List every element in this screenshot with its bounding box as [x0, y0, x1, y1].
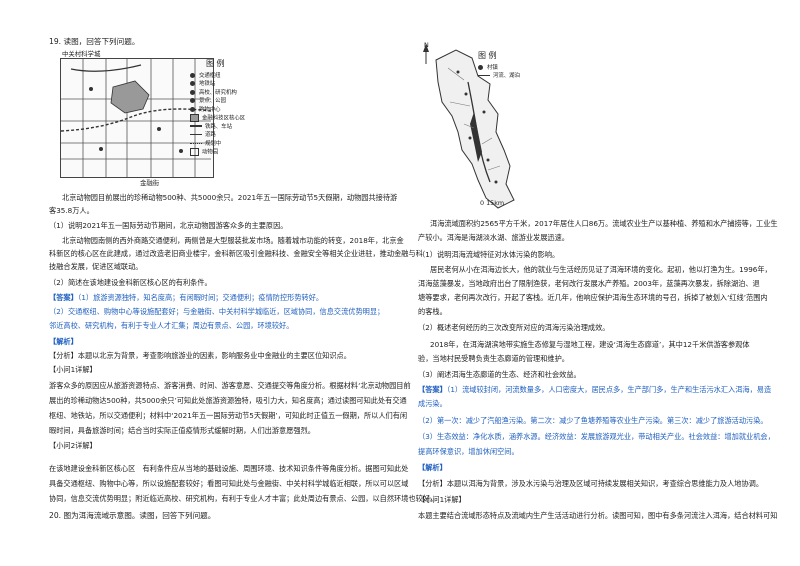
- legend-item: 铁路、车站: [190, 123, 262, 131]
- metro-icon: [190, 81, 195, 87]
- map1-legend: 图 例 交通枢纽 地铁站 高校、研究机构 景点、公园 购物中心 金融科技区核心区…: [190, 58, 262, 157]
- legend-item: 村镇: [478, 64, 538, 72]
- left-detail1-line4: 暇时间，具备旅游时间；结合当时实际正值疫情形式缓解时期，人们出游意愿强烈。: [49, 426, 315, 435]
- legend-item: 规划中: [190, 140, 262, 148]
- core-area-icon: [190, 114, 199, 123]
- question-19-header: 19. 读图，回答下列问题。: [49, 37, 140, 46]
- left-question-1: （1）说明2021年五一国际劳动节期间，北京动物园游客众多的主要原因。: [49, 221, 288, 230]
- right-answer-line2: 成污染。: [418, 399, 447, 408]
- right-para3-line2: 验，当地村民受聘负责生态廊道的管理和维护。: [418, 354, 569, 363]
- right-para2-line3: 塘等要求，老何再次改行，开起了客栈。近几年，他响应保护洱海生态环境的号召，拆掉了…: [418, 293, 768, 302]
- legend-item: 景点、公园: [190, 97, 262, 105]
- right-answer-line1: 【答案】（1）流域较封闭，河流数量多，人口密度大，居民点多，生产部门多，生产和生…: [418, 385, 772, 394]
- right-para2-line2: 洱海蓝藻暴发，当地政府出台了限制渔获，老何改行发展水产养殖。2003年，蓝藻再次…: [418, 279, 760, 288]
- hub-icon: [190, 73, 195, 78]
- park-icon: [190, 98, 195, 104]
- right-question-3: （3）阐述洱海生态廊道的生态、经济和社会效益。: [418, 370, 581, 379]
- legend-item: 河流、湖泊: [478, 72, 538, 80]
- mall-icon: [190, 106, 195, 112]
- left-detail1-line3: 枢纽、地铁站，所以交通便利；材料中‘2021年五一国际劳动节5天假期’，可知此时…: [49, 411, 408, 420]
- map2-legend: 图 例 村镇 河流、湖泊: [478, 50, 538, 81]
- legend-item: 交通枢纽: [190, 72, 262, 80]
- right-answer-line3: （2）第一次：减少了汽船渔污染。第二次：减少了鱼塘养殖等农业生产污染。第三次：减…: [418, 416, 768, 425]
- right-analysis-tag: 【解析】: [418, 463, 447, 472]
- right-answer-line5: 提高环保意识，增加休闲空间。: [418, 447, 519, 456]
- left-detail2-line3: 协同，信息交流优势明显；附近临近高校、研究机构，有利于专业人才丰富；此处周边有景…: [49, 494, 438, 503]
- map2-legend-title: 图 例: [478, 51, 497, 60]
- river-icon: [478, 75, 490, 77]
- legend-item: 高校、研究机构: [190, 89, 262, 97]
- map2-scale-bar: 0 15km: [480, 199, 505, 207]
- left-analysis: 【分析】本题以北京为背景，考查影响旅游业的因素，影响服务业中金融业的主要区位知识…: [49, 351, 351, 360]
- map1-place-label: 中关村科学城: [62, 50, 101, 58]
- left-detail1-line2: 展出的珍稀动物达500种，共5000余只’可知此处旅游资源独特，吸引力大，知名度…: [49, 396, 407, 405]
- left-answer-line2: （2）交通枢纽、购物中心等设施配套好；与金融街、中关村科学城临近，区域协同，信息…: [49, 307, 385, 316]
- legend-item: 道路: [190, 131, 262, 139]
- map1-legend-title: 图 例: [206, 59, 225, 68]
- left-detail2-line2: 具备交通枢纽、购物中心等，所以设施配套较好；看图可知此处与金融街、中关村科学城临…: [49, 479, 409, 488]
- university-icon: [190, 89, 195, 95]
- village-icon: [478, 65, 483, 70]
- left-answer-line3: 邻近高校、研究机构，有利于专业人才汇集；周边有景点、公园，环境较好。: [49, 321, 294, 330]
- railway-icon: [190, 125, 202, 128]
- left-analysis-tag: 【解析】: [49, 337, 78, 346]
- zoo-icon: [190, 148, 199, 157]
- right-question-1: （1）说明洱海流域特征对水体污染的影响。: [418, 250, 560, 259]
- left-answer-line1: 【答案】（1）旅游资源独特，知名度高；有闲暇时间；交通便利；疫情防控形势转好。: [49, 293, 324, 302]
- left-subquestion2-tag: 【小问2详解】: [49, 441, 97, 450]
- map1-site-label: 金融街: [140, 179, 160, 187]
- erhai-basin-map-graphic: [423, 44, 515, 209]
- left-para1-line2: 客35.8万人。: [49, 206, 94, 215]
- left-para2-line2: 科新区的核心区在此建成，通过改造老旧商业楼宇，金科新区吸引金融科技、金融安全等相…: [49, 249, 423, 258]
- left-para2-line3: 技融合发展，促进区域联动。: [49, 262, 143, 271]
- right-para2-line4: 的客栈。: [418, 307, 447, 316]
- left-question-2: （2）简述在该地建设金科新区核心区的有利条件。: [49, 278, 212, 287]
- legend-item: 动物园: [190, 148, 262, 157]
- legend-item: 购物中心: [190, 106, 262, 114]
- left-detail1-line1: 游客众多的原因应从旅游资源特点、游客消费、时间、游客意愿、交通提交等角度分析。根…: [49, 381, 411, 390]
- right-detail1-line1: 本题主要结合流域形态特点及流域内生产生活活动进行分析。读图可知，图中有多条河流注…: [418, 511, 778, 520]
- right-answer-line4: （3）生态效益：净化水质，涵养水源。经济效益：发展旅游观光业，带动相关产业。社会…: [418, 432, 775, 441]
- left-subquestion1-tag: 【小问1详解】: [49, 365, 97, 374]
- left-detail2-line1: 在该地建设金科新区核心区 有利条件应从当地的基础设施、周围环境、技术知识条件等角…: [49, 464, 409, 473]
- right-para2-line1: 居民老何从小在洱海边长大，他的就业与生活经历见证了洱海环境的变化。起初，他以打渔…: [430, 265, 772, 274]
- right-para1-line2: 产较小。洱海是海湖淡水湖、旅游业发展迅速。: [418, 233, 569, 242]
- right-subquestion1-tag: 【小问1详解】: [418, 495, 466, 504]
- right-question-2: （2）概述老何经历的三次改变所对应的洱海污染治理成效。: [418, 323, 610, 332]
- left-para2-line1: 北京动物园南侧的西外商路交通便利，两侧曾是大型服装批发市场。随着城市功能的转变，…: [62, 236, 404, 245]
- legend-item: 金融科技区核心区: [190, 114, 262, 123]
- left-para1-line1: 北京动物园目前展出的珍稀动物500种、共5000余只。2021年五一国际劳动节5…: [62, 193, 398, 202]
- right-para1-line1: 洱海流域面积约2565平方千米，2017年居住人口86万。流域农业生产以基种植、…: [430, 219, 778, 228]
- right-para3-line1: 2018年，在洱海湖滨地带实施生态修复与湿地工程，建设‘洱海生态廊道’，其中12…: [430, 340, 750, 349]
- road-icon: [190, 134, 202, 136]
- planned-icon: [190, 142, 202, 144]
- right-analysis: 【分析】本题以洱海为背景，涉及水污染与治理及区域可持续发展相关知识，考查综合思维…: [418, 479, 764, 488]
- beijing-zoo-map: [60, 58, 214, 178]
- erhai-basin-map: [418, 42, 548, 212]
- legend-item: 地铁站: [190, 80, 262, 88]
- north-arrow-label: N: [424, 41, 429, 49]
- question-20-header: 20. 图为洱海流域示意图。读图，回答下列问题。: [49, 511, 216, 520]
